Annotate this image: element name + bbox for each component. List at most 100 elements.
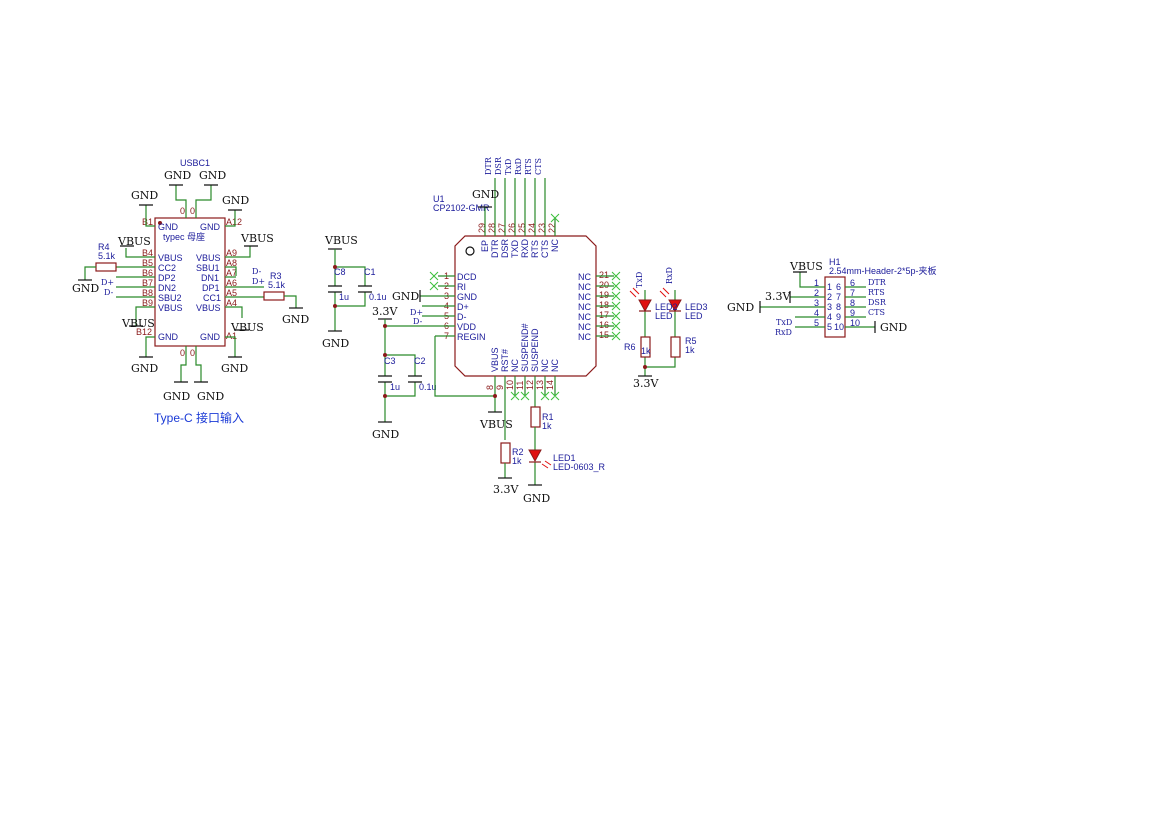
- net-dtr: DTR: [868, 278, 887, 287]
- pin-name: NC: [578, 332, 591, 342]
- pin-num: 5: [814, 318, 819, 328]
- gnd-label: GND: [372, 428, 399, 441]
- pin-name: TXD: [510, 239, 520, 258]
- pin-name: NC: [578, 312, 591, 322]
- pin-num: 29: [477, 223, 487, 233]
- pin-num: A7: [226, 268, 237, 278]
- shield-pin: 0: [180, 206, 185, 216]
- pin-name: VBUS: [158, 303, 183, 313]
- vbus-label: VBUS: [240, 232, 274, 245]
- net-rxd: RxD: [665, 267, 674, 284]
- net-txd: TxD: [776, 318, 792, 327]
- usbc-right-pins: A9 VBUS A8 SBU1 A7 DN1 A6 DP1 A5 CC1 A4 …: [196, 246, 264, 318]
- usbc-ref: USBC1: [180, 158, 210, 168]
- pin-name: NC: [550, 239, 560, 252]
- r5-ref: R5: [685, 336, 697, 346]
- pin-name: RTS: [530, 240, 540, 258]
- pin-num: 6: [850, 278, 855, 288]
- u1-top-pins: 29 EP 28 DTR 27 DSR 26 TXD 25 RXD 24 RTS…: [472, 156, 560, 258]
- pin-num: 10: [850, 318, 860, 328]
- u1-bottom-pins: VBUS 8 RST# 9 NC 10 SUSPEND# 11 SUSPEND …: [485, 323, 560, 440]
- vbus-label: VBUS: [479, 418, 513, 431]
- pin-name: SBU1: [196, 263, 220, 273]
- pin-b1: B1: [142, 217, 153, 227]
- usbc-left-pins: B4 VBUS B5 CC2 B6 DP2 B7 DN2 B8 SBU2 B9 …: [116, 248, 183, 326]
- net-txd: TxD: [504, 159, 513, 175]
- net-dsr: DSR: [494, 156, 503, 175]
- pin-num: 3: [827, 302, 832, 312]
- net-dplus: D+: [410, 308, 423, 317]
- led1-value: LED-0603_R: [553, 462, 606, 472]
- pin-name: SUSPEND: [530, 328, 540, 372]
- pin-num: 1: [814, 278, 819, 288]
- gnd-label: GND: [72, 282, 99, 295]
- c3-ref: C3: [384, 356, 396, 366]
- pin-num: 21: [599, 270, 609, 280]
- gnd-label: GND: [322, 337, 349, 350]
- r2-ref: R2: [512, 447, 524, 457]
- pin-num: A5: [226, 288, 237, 298]
- pin-num: 8: [836, 302, 841, 312]
- pin-num: A8: [226, 258, 237, 268]
- r4-value: 5.1k: [98, 251, 116, 261]
- c8-value: 1u: [339, 292, 349, 302]
- pin-num: 19: [599, 290, 609, 300]
- vbus-label: VBUS: [117, 235, 151, 248]
- pin-name: NC: [578, 272, 591, 282]
- gnd-label: GND: [472, 188, 499, 201]
- status-leds: TxD RxD LED2 LED LED3 LED R6 1k R5 1k 3.…: [624, 267, 708, 390]
- pin-num: 14: [545, 380, 555, 390]
- v33-label: 3.3V: [372, 305, 398, 318]
- led1-ref: LED1: [553, 453, 576, 463]
- pin-name: DP2: [158, 273, 176, 283]
- pin-num: 22: [547, 223, 557, 233]
- pin-name: GND: [457, 292, 478, 302]
- vbus-label: VBUS: [121, 317, 155, 330]
- gnd-label: GND: [199, 169, 226, 182]
- pin-num: B9: [142, 298, 153, 308]
- h1-header: H1 2.54mm-Header-2*5p-夹板 1 2 3 4 5 1 2 3…: [727, 257, 937, 338]
- net-dplus: D+: [101, 278, 114, 287]
- pin-name: RST#: [500, 349, 510, 372]
- pin1-marker: [158, 221, 162, 225]
- pin-num: B4: [142, 248, 153, 258]
- pin-num: 3: [814, 298, 819, 308]
- c1-ref: C1: [364, 267, 376, 277]
- led3-value: LED: [685, 311, 703, 321]
- pin-gnd: GND: [200, 222, 221, 232]
- net-rts: RTS: [524, 158, 533, 175]
- pin-num: 5: [827, 322, 832, 332]
- pin-num: 12: [525, 380, 535, 390]
- pin-gnd: GND: [200, 332, 221, 342]
- gnd-label: GND: [392, 290, 419, 303]
- pin-num: B7: [142, 278, 153, 288]
- pin-name: CC1: [203, 293, 221, 303]
- pin-name: NC: [578, 282, 591, 292]
- pin-num: 10: [834, 322, 844, 332]
- pin-name: RXD: [520, 238, 530, 258]
- pin-num: A9: [226, 248, 237, 258]
- gnd-label: GND: [221, 362, 248, 375]
- r1-value: 1k: [542, 421, 552, 431]
- pin-name: NC: [510, 359, 520, 372]
- pin-name: VBUS: [490, 347, 500, 372]
- pin-num: B5: [142, 258, 153, 268]
- pin-gnd: GND: [158, 332, 179, 342]
- pin-num: 25: [517, 223, 527, 233]
- pin-num: 8: [485, 385, 495, 390]
- net-dtr: DTR: [484, 156, 493, 175]
- c3-value: 1u: [390, 382, 400, 392]
- pin-num: 2: [814, 288, 819, 298]
- pin-name: NC: [578, 302, 591, 312]
- pin-num: 2: [827, 292, 832, 302]
- r3-ref: R3: [270, 271, 282, 281]
- vbus-label: VBUS: [324, 234, 358, 247]
- led2-value: LED: [655, 311, 673, 321]
- pin-num: B6: [142, 268, 153, 278]
- r3-body: [263, 291, 285, 301]
- pin-name: DN1: [201, 273, 219, 283]
- pin-num: A6: [226, 278, 237, 288]
- pin-num: 11: [515, 381, 525, 390]
- pin-name: DSR: [500, 238, 510, 258]
- net-txd: TxD: [635, 272, 644, 288]
